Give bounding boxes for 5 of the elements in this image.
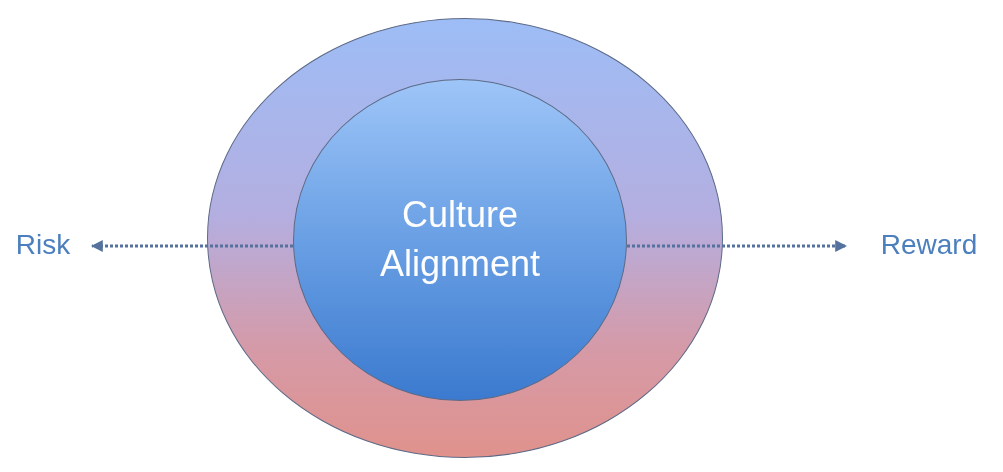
dotted-arrow [627,240,848,252]
dotted-arrow [90,240,293,252]
end-label: Risk [6,224,92,266]
end-label: Reward [846,224,1000,266]
circle-label: Culture Alignment [378,193,542,286]
